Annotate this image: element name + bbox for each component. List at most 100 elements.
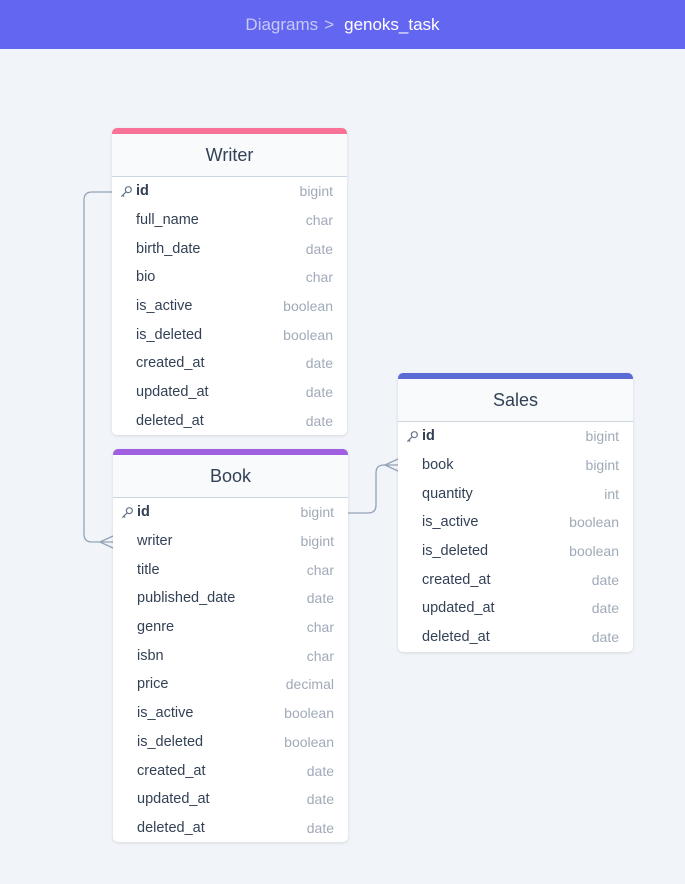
key-icon <box>121 507 133 519</box>
field-row[interactable]: updated_at date <box>398 594 633 623</box>
field-row[interactable]: is_deleted boolean <box>398 537 633 566</box>
field-name: is_deleted <box>422 543 489 560</box>
field-name: writer <box>137 533 173 550</box>
field-name: published_date <box>137 590 236 607</box>
field-name: bio <box>136 269 156 286</box>
table-accent <box>398 373 633 379</box>
field-name: is_deleted <box>136 326 203 343</box>
table-title[interactable]: Writer <box>112 134 347 177</box>
field-type: bigint <box>299 183 333 200</box>
field-name: deleted_at <box>422 629 490 646</box>
key-icon <box>406 431 418 443</box>
field-row[interactable]: quantity int <box>398 479 633 508</box>
field-row[interactable]: isbn char <box>113 641 348 670</box>
field-name: updated_at <box>136 384 209 401</box>
field-row[interactable]: bio char <box>112 263 347 292</box>
field-type: date <box>591 600 619 617</box>
table-book[interactable]: Book id bigint writer bigint title char publis… <box>113 449 348 843</box>
field-row[interactable]: deleted_at date <box>398 623 633 652</box>
field-type: char <box>306 647 334 664</box>
field-row[interactable]: price decimal <box>113 670 348 699</box>
field-name: genre <box>137 619 175 636</box>
field-row[interactable]: title char <box>113 555 348 584</box>
field-name: is_active <box>137 705 194 722</box>
field-name: full_name <box>136 212 199 229</box>
field-type: date <box>591 629 619 646</box>
field-name: is_active <box>136 298 193 315</box>
field-type: bigint <box>300 533 334 550</box>
field-name: book <box>422 457 454 474</box>
field-row[interactable]: created_at date <box>112 349 347 378</box>
field-row[interactable]: created_at date <box>113 756 348 785</box>
field-type: date <box>305 384 333 401</box>
field-type: date <box>306 791 334 808</box>
field-type: bigint <box>300 504 334 521</box>
field-type: char <box>305 269 333 286</box>
field-type: bigint <box>585 428 619 445</box>
field-type: boolean <box>569 514 619 531</box>
field-row[interactable]: id bigint <box>113 498 348 527</box>
field-name: created_at <box>137 762 206 779</box>
field-name: created_at <box>136 355 205 372</box>
field-row[interactable]: id bigint <box>112 177 347 206</box>
field-type: char <box>306 619 334 636</box>
field-row[interactable]: id bigint <box>398 422 633 451</box>
field-type: char <box>306 561 334 578</box>
field-name: updated_at <box>422 600 495 617</box>
field-type: char <box>305 212 333 229</box>
field-type: boolean <box>283 298 333 315</box>
field-row[interactable]: full_name char <box>112 206 347 235</box>
field-row[interactable]: created_at date <box>398 565 633 594</box>
field-name: created_at <box>422 571 491 588</box>
field-name: quantity <box>422 485 473 502</box>
field-name: deleted_at <box>136 412 204 429</box>
field-type: date <box>306 762 334 779</box>
field-row[interactable]: published_date date <box>113 584 348 613</box>
field-type: date <box>306 590 334 607</box>
field-name: price <box>137 676 169 693</box>
table-title[interactable]: Sales <box>398 379 633 422</box>
field-type: date <box>306 819 334 836</box>
field-name: birth_date <box>136 240 201 257</box>
relation-writer-book <box>83 191 113 543</box>
crowfoot-sales-book <box>384 458 399 472</box>
field-row[interactable]: book bigint <box>398 451 633 480</box>
field-row[interactable]: updated_at date <box>112 378 347 407</box>
field-name: updated_at <box>137 791 210 808</box>
field-row[interactable]: is_active boolean <box>112 292 347 321</box>
table-accent <box>113 449 348 455</box>
field-row[interactable]: is_active boolean <box>113 699 348 728</box>
field-name: title <box>137 561 160 578</box>
field-row[interactable]: deleted_at date <box>113 814 348 843</box>
field-name: isbn <box>137 647 164 664</box>
field-type: boolean <box>569 543 619 560</box>
relation-book-sales <box>348 464 398 514</box>
table-sales[interactable]: Sales id bigint book bigint quantity int is_ac… <box>398 373 633 652</box>
field-type: bigint <box>585 457 619 474</box>
field-name: id <box>137 504 150 521</box>
field-name: id <box>136 183 149 200</box>
field-type: boolean <box>284 705 334 722</box>
top-bar: Diagrams > genoks_task <box>0 0 685 49</box>
field-type: boolean <box>283 326 333 343</box>
field-row[interactable]: genre char <box>113 613 348 642</box>
field-type: boolean <box>284 733 334 750</box>
breadcrumb-diagrams-link[interactable]: Diagrams <box>245 14 319 34</box>
field-name: id <box>422 428 435 445</box>
field-row[interactable]: writer bigint <box>113 527 348 556</box>
field-type: int <box>604 485 619 502</box>
field-name: deleted_at <box>137 819 205 836</box>
field-row[interactable]: is_deleted boolean <box>113 728 348 757</box>
breadcrumb-current: genoks_task <box>344 14 440 34</box>
field-type: date <box>305 355 333 372</box>
field-type: decimal <box>285 676 334 693</box>
field-row[interactable]: is_deleted boolean <box>112 320 347 349</box>
field-row[interactable]: updated_at date <box>113 785 348 814</box>
field-name: is_deleted <box>137 733 204 750</box>
field-type: date <box>591 571 619 588</box>
table-title[interactable]: Book <box>113 455 348 498</box>
